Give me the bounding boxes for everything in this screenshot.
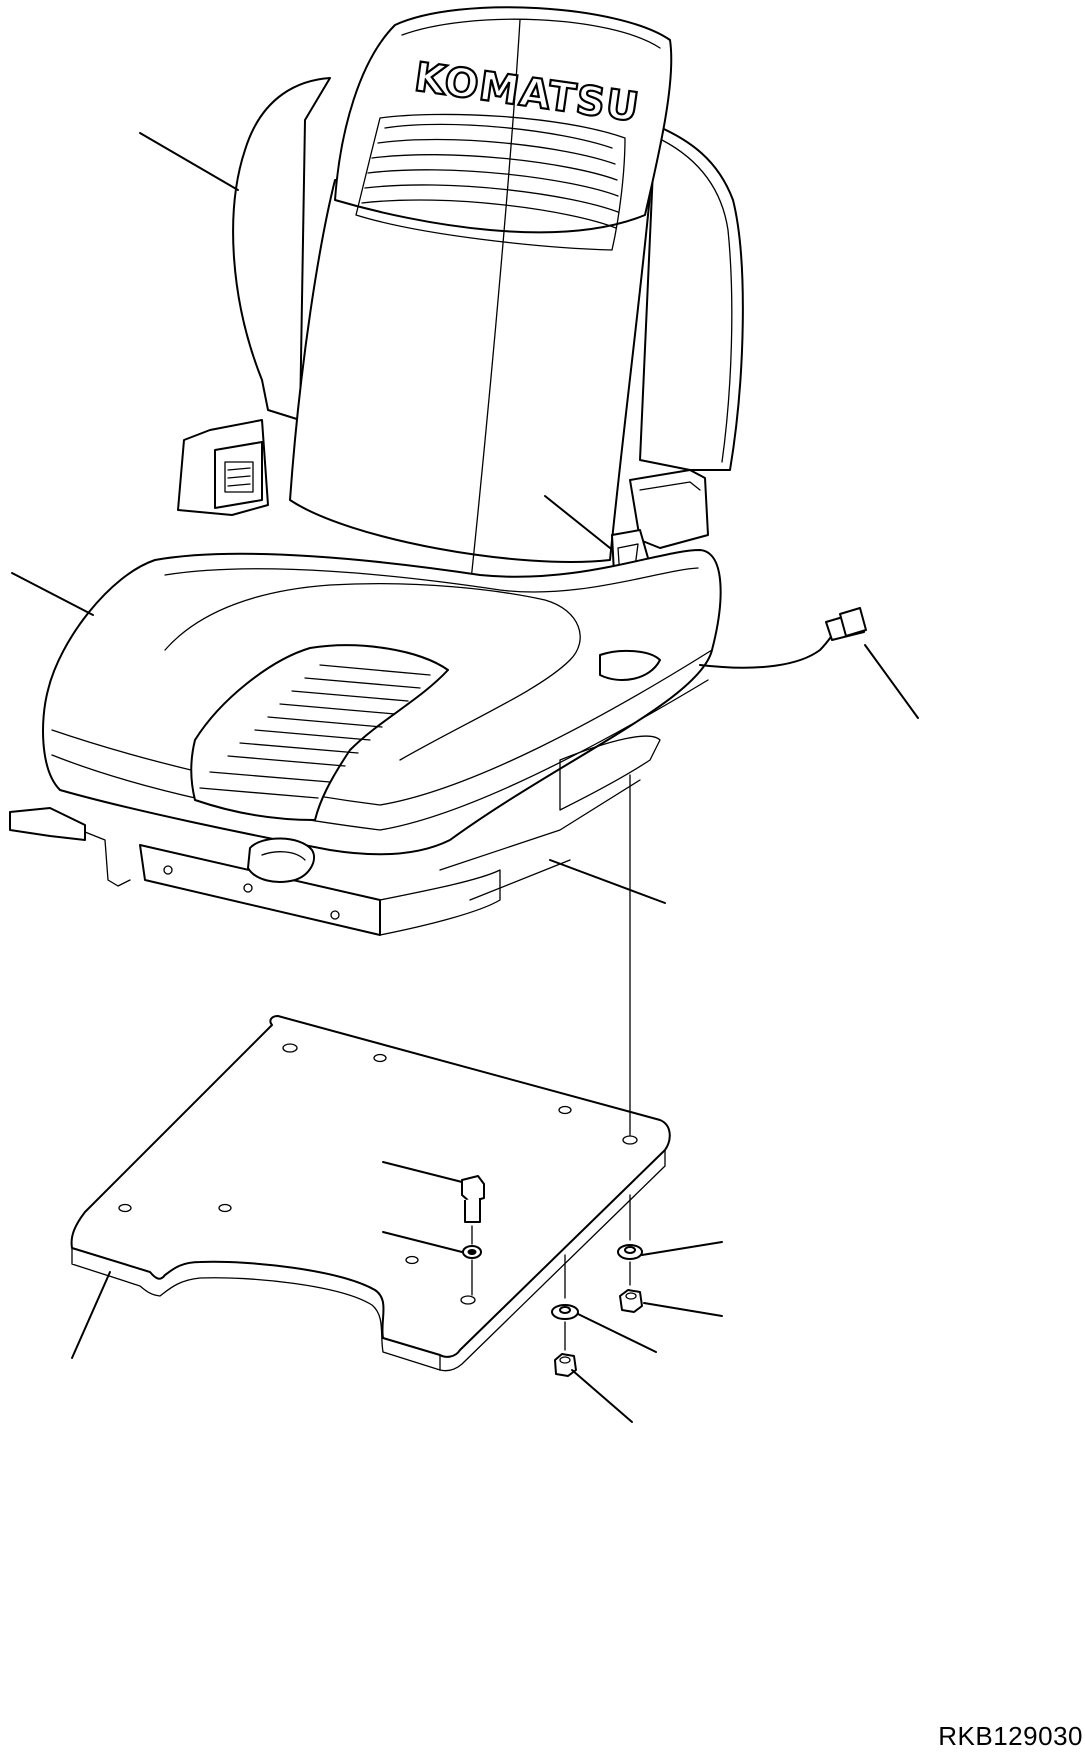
seat-belt-buckle: [177, 419, 269, 516]
wire-harness: [699, 607, 867, 669]
washer-lower: [551, 1304, 579, 1320]
right-armrest: [629, 469, 709, 549]
cushion-vent-slots: [199, 664, 431, 799]
seat-backrest: KOMATSU: [232, 6, 744, 591]
mounting-plate: [70, 1015, 671, 1372]
drawing-code: RKB129030: [938, 1721, 1083, 1751]
nut-lower: [554, 1353, 577, 1377]
washer-small: [462, 1245, 482, 1259]
seat-suspension: [9, 735, 661, 936]
seat-cushion: [42, 549, 722, 856]
assembly-center-lines: [471, 774, 631, 1351]
nut-right: [619, 1289, 643, 1313]
leader-lines: [11, 132, 919, 1423]
headrest-vent-slots: [355, 113, 626, 251]
hex-bolt: [461, 1175, 485, 1223]
washer-right: [617, 1244, 643, 1260]
